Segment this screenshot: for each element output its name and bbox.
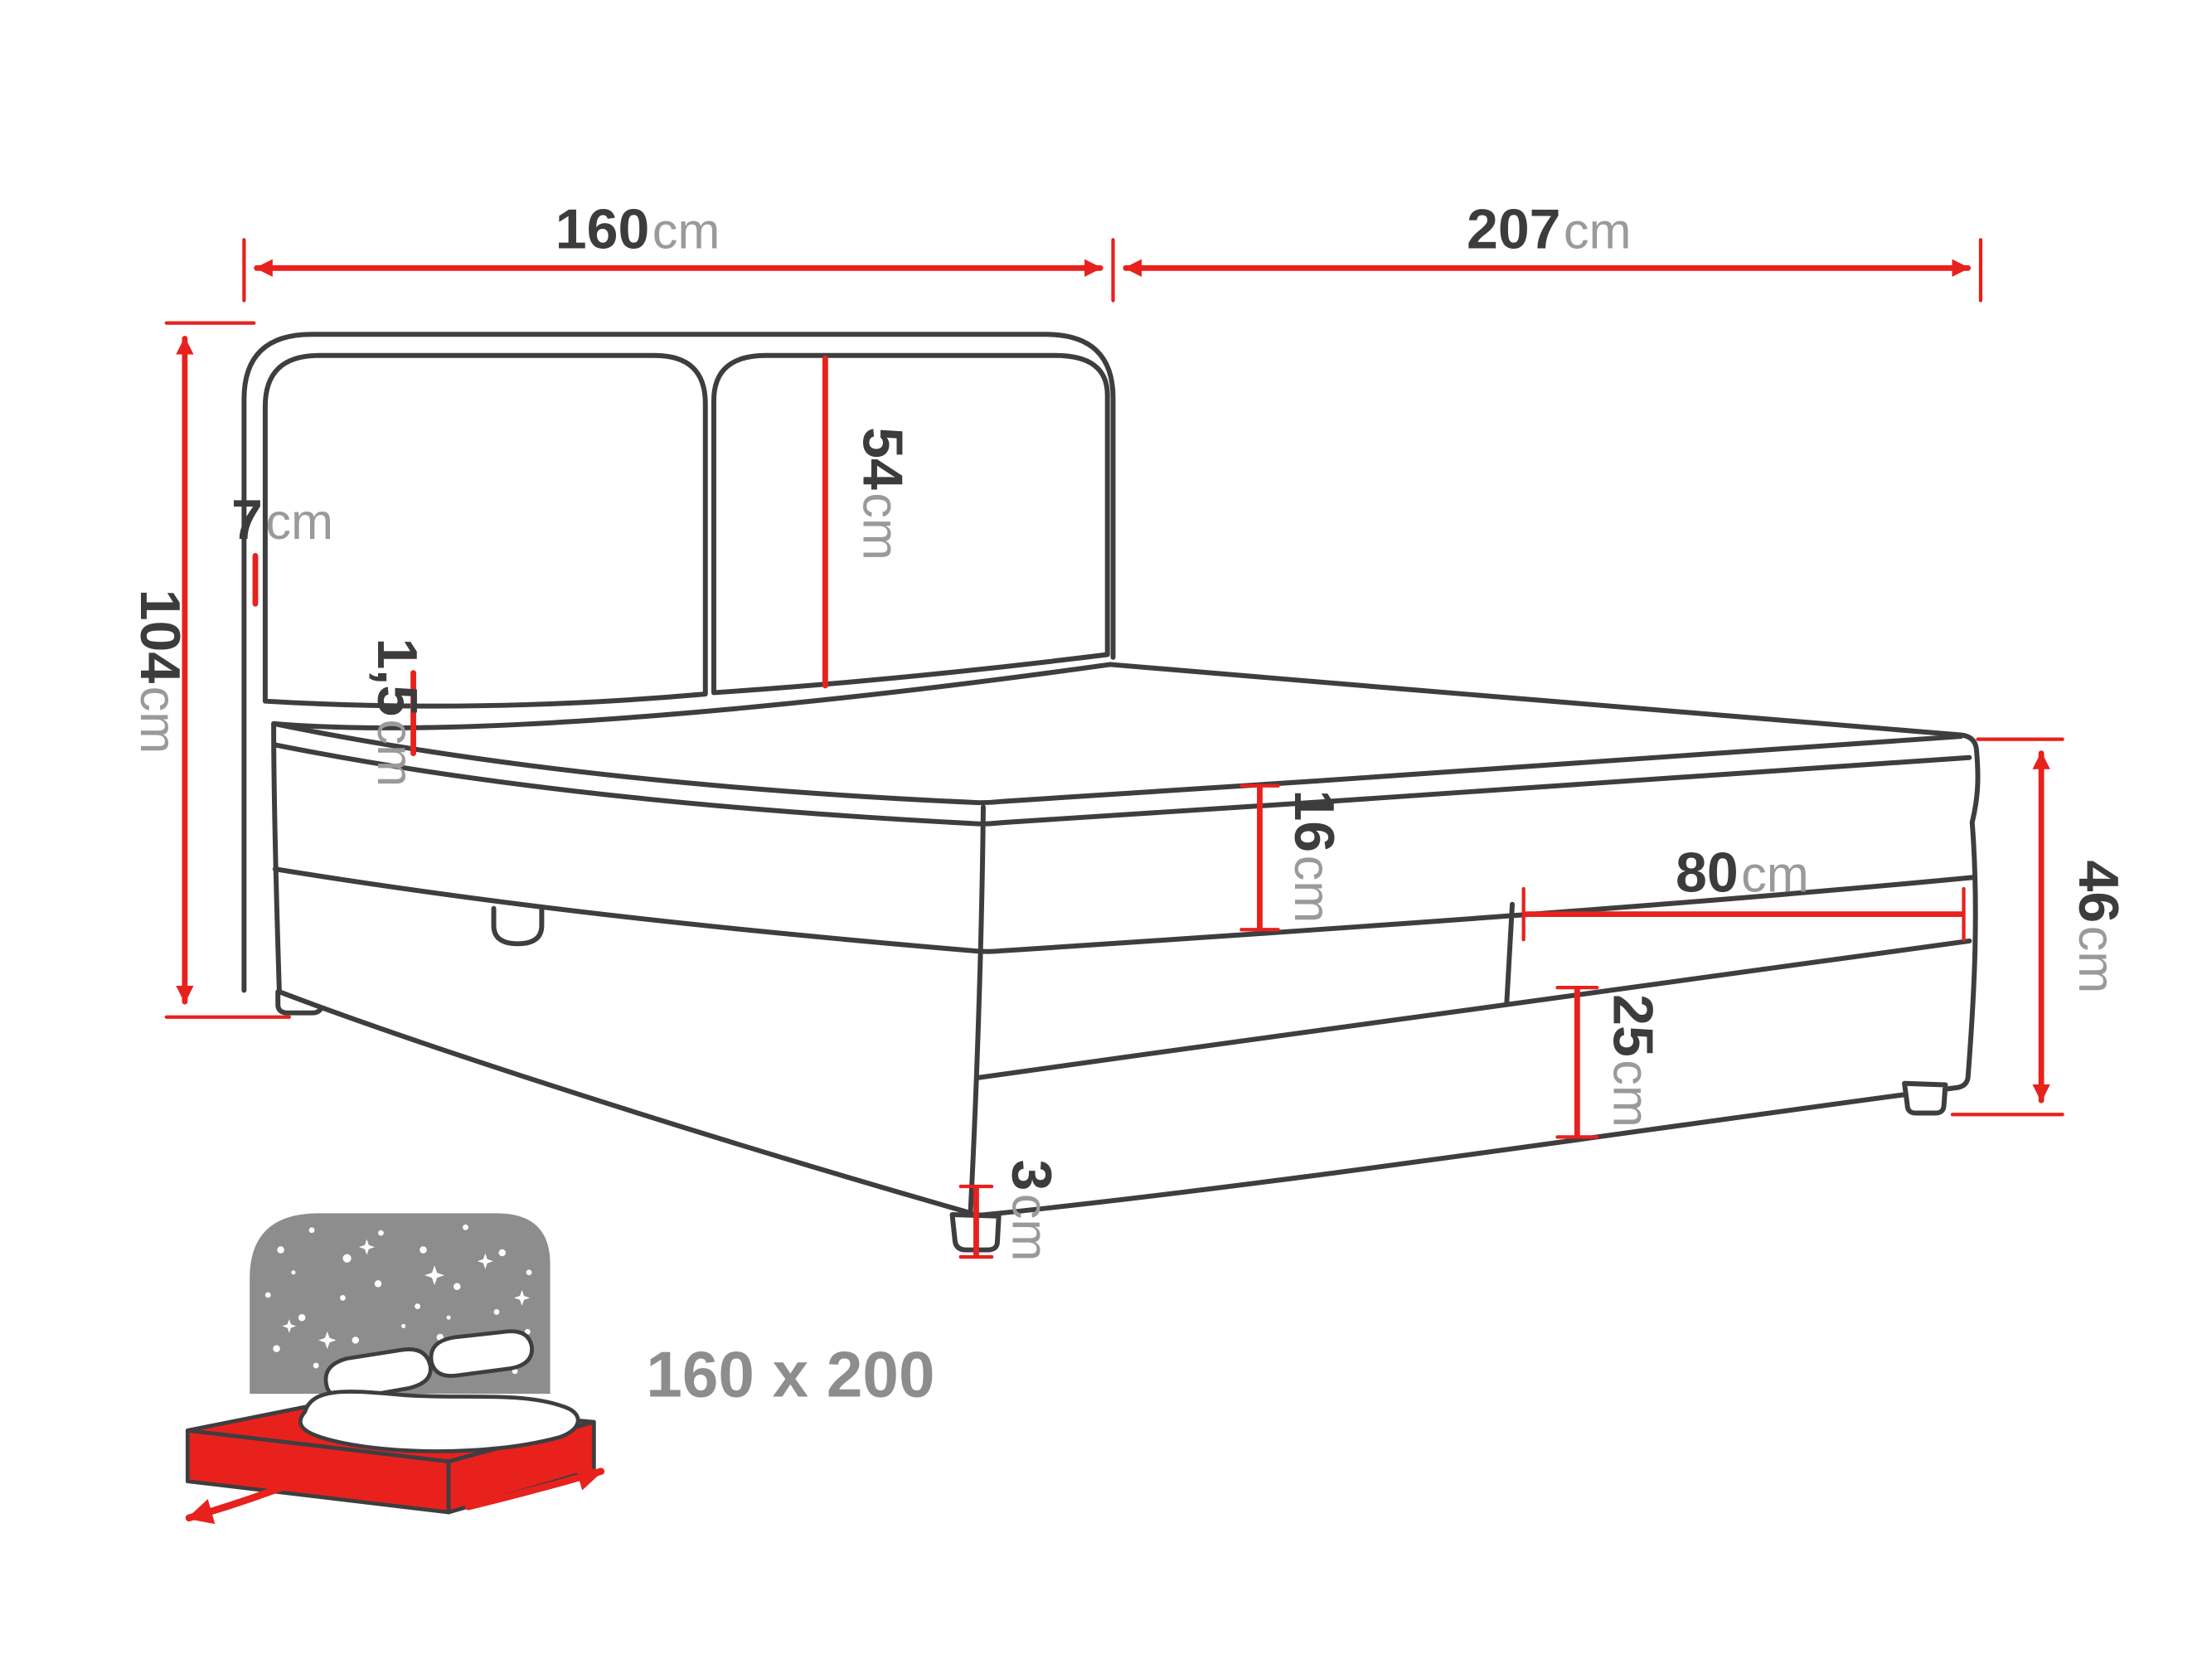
dimension-topper-edge: 1,5cm <box>366 638 429 787</box>
label-cushion-height: 54cm <box>851 427 914 560</box>
dimension-leg-height: 3cm <box>958 1159 1064 1261</box>
dimension-frame-edge: 7cm <box>231 488 333 607</box>
dimension-annotations: 160cm 207cm 104cm 7cm 54cm 1,5cm <box>129 197 2130 1261</box>
headboard-cushion-right <box>711 352 1110 696</box>
mattress-bottom-seam <box>272 866 1975 954</box>
stars-icon <box>264 1224 532 1389</box>
label-leg-height: 3cm <box>1001 1159 1064 1261</box>
icon-length-arrow <box>464 1465 605 1511</box>
label-frame-edge: 7cm <box>231 488 333 551</box>
label-topper-edge: 1,5cm <box>366 638 429 787</box>
dimension-foot-height: 46cm <box>1950 737 2130 1117</box>
label-flap-width: 80cm <box>1676 841 1809 904</box>
base-seam <box>975 938 1972 1080</box>
corner-edge <box>968 804 986 1213</box>
headboard-frame <box>241 332 1116 993</box>
size-icon <box>185 1213 605 1525</box>
dimension-headboard-width: 160cm <box>242 197 1115 303</box>
label-base-height: 25cm <box>1602 994 1665 1128</box>
icon-width-arrow <box>185 1480 294 1525</box>
dimension-cushion-height: 54cm <box>822 355 914 689</box>
flap-seam <box>1504 901 1516 1007</box>
label-mattress-height: 16cm <box>1283 789 1346 923</box>
dimension-headboard-height: 104cm <box>129 321 291 1019</box>
bed-leg-right <box>1902 1080 1948 1116</box>
mattress-welt-seam <box>272 742 1972 827</box>
label-bed-length: 207cm <box>1467 197 1632 260</box>
dimension-base-height: 25cm <box>1555 985 1665 1139</box>
mattress-top-edge <box>271 720 1964 806</box>
dimension-flap-width: 80cm <box>1521 841 1966 942</box>
label-foot-height: 46cm <box>2067 861 2130 994</box>
label-headboard-width: 160cm <box>555 197 720 260</box>
size-label: 160 x 200 <box>646 1338 934 1411</box>
storage-handle <box>491 905 545 947</box>
label-headboard-height: 104cm <box>129 589 192 754</box>
dimension-bed-length: 207cm <box>1123 197 1983 303</box>
dimension-mattress-height: 16cm <box>1239 783 1346 932</box>
icon-pillow-right <box>429 1329 534 1378</box>
icon-duvet <box>298 1390 580 1453</box>
bed-line-drawing <box>241 332 1981 1253</box>
